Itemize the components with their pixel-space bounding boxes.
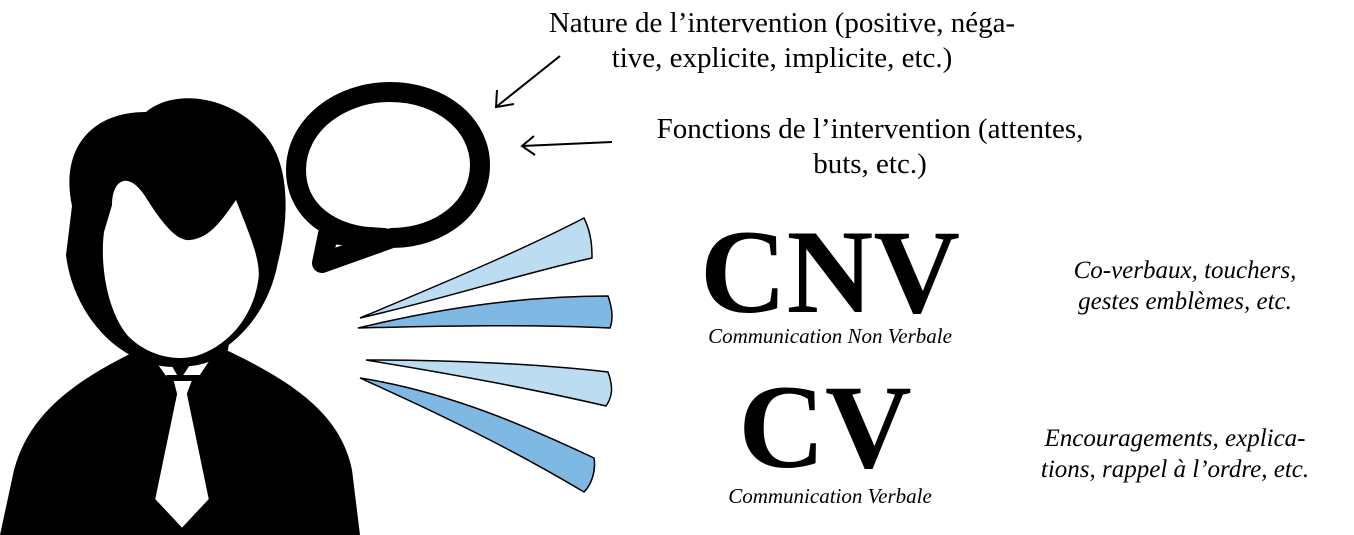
ray-4 [359,377,596,493]
cnv-examples-line-2: gestes emblèmes, etc. [1078,287,1292,315]
fonctions-line-2: buts, etc.) [813,148,927,181]
tie-shape [148,375,216,535]
cv-examples-line-1: Encouragements, explica- [1044,425,1306,452]
arrow-nature-icon [494,55,561,109]
cv-abbreviation: CV [738,360,912,493]
ray-1 [359,216,593,319]
ray-3 [365,359,613,407]
nature-line-1: Nature de l’intervention (positive, néga… [548,7,1016,39]
cnv-examples-line-1: Co-verbaux, touchers, [1073,257,1297,284]
cnv-examples: Co-verbaux, touchers, gestes emblèmes, e… [1010,256,1354,317]
face-shape [102,180,259,358]
cv-examples: Encouragements, explica- tions, rappel à… [1000,424,1350,485]
cnv-abbreviation: CNV [700,205,960,338]
cnv-caption: Communication Non Verbale [708,324,952,348]
fonctions-label: Fonctions de l’intervention (attentes, b… [620,112,1120,183]
cv-caption: Communication Verbale [728,484,932,508]
speech-bubble-outline [286,82,490,273]
arrow-fonctions-icon [520,135,613,156]
cv-examples-line-2: tions, rappel à l’ordre, etc. [1040,455,1310,483]
nature-line-2: tive, explicite, implicite, etc.) [611,42,953,75]
fonctions-line-1: Fonctions de l’intervention (attentes, [656,113,1084,145]
ray-2 [357,295,613,329]
nature-label: Nature de l’intervention (positive, néga… [492,6,1072,77]
